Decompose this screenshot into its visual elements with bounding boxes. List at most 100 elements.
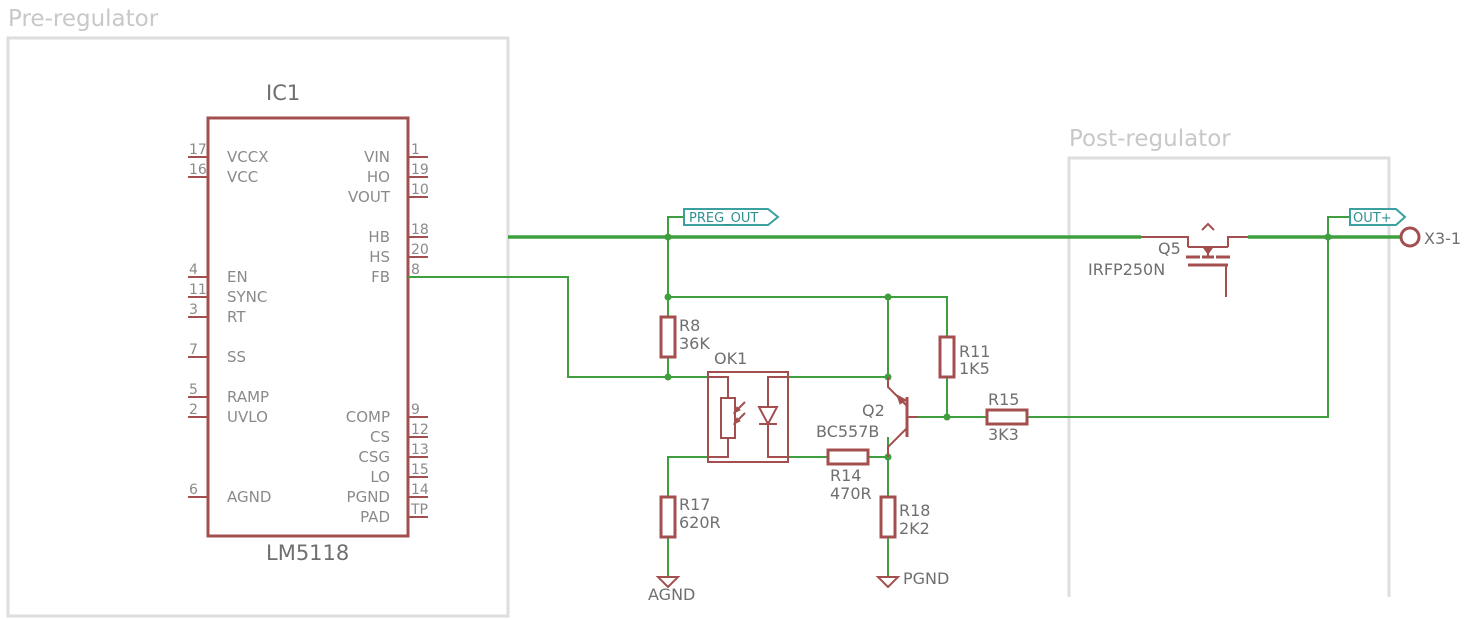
r11-value: 1K5 bbox=[959, 359, 990, 378]
q2-emitter-arrow bbox=[896, 393, 907, 405]
preg-out-label-stub bbox=[667, 216, 684, 237]
r11-ref: R11 bbox=[959, 342, 990, 361]
r15-value: 3K3 bbox=[988, 425, 1019, 444]
ok1-right-lower-lead bbox=[767, 424, 788, 458]
pin-name: UVLO bbox=[227, 408, 268, 426]
r18-ref: R18 bbox=[899, 501, 930, 520]
mosfet-q5[interactable]: Q5 IRFP250N bbox=[1088, 222, 1248, 297]
pre-regulator-frame: Pre-regulator bbox=[6, 6, 510, 618]
ic1-pin-hb[interactable]: 18 HB bbox=[368, 222, 428, 246]
pin-number: 4 bbox=[189, 262, 198, 278]
resistor-r11[interactable]: R11 1K5 bbox=[938, 335, 990, 379]
resistor-r18[interactable]: R18 2K2 bbox=[879, 495, 930, 539]
q5-drain-lead bbox=[1141, 236, 1189, 247]
ic1-pin-ramp[interactable]: 5 RAMP bbox=[188, 382, 269, 406]
pin-name: LO bbox=[370, 468, 390, 486]
ok1-left-lower-lead bbox=[708, 438, 729, 458]
r17-ref: R17 bbox=[679, 495, 710, 514]
q5-value: IRFP250N bbox=[1088, 260, 1165, 279]
connector-x3-1[interactable]: X3-1 bbox=[1399, 226, 1461, 248]
ic1-pin-vcc[interactable]: 16 VCC bbox=[188, 162, 258, 186]
pin-name: SYNC bbox=[227, 288, 267, 306]
r8-ref: R8 bbox=[679, 316, 700, 335]
net-label-preg-out[interactable]: PREG_OUT bbox=[683, 208, 780, 226]
ok1-left-lead bbox=[708, 376, 729, 398]
pin-number: 18 bbox=[411, 222, 429, 238]
pin-name: COMP bbox=[346, 408, 390, 426]
pin-name: PAD bbox=[360, 508, 390, 526]
resistor-r8[interactable]: R8 36K bbox=[659, 315, 710, 359]
q2-ref: Q2 bbox=[862, 401, 885, 420]
pin-name: VCCX bbox=[227, 148, 268, 166]
ic1-pin-uvlo[interactable]: 2 UVLO bbox=[188, 402, 268, 426]
pin-number: 1 bbox=[411, 142, 420, 158]
agnd-symbol: AGND bbox=[648, 576, 695, 604]
pin-number: 10 bbox=[411, 182, 429, 198]
q5-source-lead bbox=[1227, 236, 1248, 247]
ic1-part-label: LM5118 bbox=[266, 541, 349, 565]
ok1-ref: OK1 bbox=[714, 349, 747, 368]
ic1-pin-en[interactable]: 4 EN bbox=[188, 262, 248, 286]
r15-out-wire bbox=[1027, 237, 1329, 418]
r8-lower-lead bbox=[667, 357, 708, 378]
q5-ref: Q5 bbox=[1158, 239, 1181, 258]
pin-name: EN bbox=[227, 268, 248, 286]
pin-name: VOUT bbox=[348, 188, 391, 206]
resistor-r14[interactable]: R14 470R bbox=[826, 448, 872, 503]
pin-name: RAMP bbox=[227, 388, 269, 406]
pin-name: FB bbox=[371, 268, 390, 286]
pin-name: RT bbox=[227, 308, 246, 326]
pin-number: 20 bbox=[411, 242, 429, 258]
q2-value: BC557B bbox=[816, 422, 879, 441]
q5-body-diode bbox=[1201, 222, 1215, 231]
pin-number: 5 bbox=[189, 382, 198, 398]
pin-number: 2 bbox=[189, 402, 198, 418]
junction-dot bbox=[664, 233, 672, 241]
pin-name: HO bbox=[367, 168, 390, 186]
q2-collector-lead bbox=[887, 428, 907, 457]
pin-name: CSG bbox=[358, 448, 390, 466]
pin-name: VCC bbox=[227, 168, 258, 186]
resistor-r15[interactable]: R15 3K3 bbox=[985, 390, 1029, 444]
pgnd-label: PGND bbox=[903, 569, 949, 588]
ic1-pin-cs[interactable]: 12 CS bbox=[370, 422, 429, 446]
pin-name: HB bbox=[368, 228, 390, 246]
resistor-r17[interactable]: R17 620R bbox=[659, 495, 721, 539]
r17-value: 620R bbox=[679, 513, 721, 532]
pin-number: 16 bbox=[189, 162, 207, 178]
pin-name: SS bbox=[227, 348, 246, 366]
ok1-led-triangle bbox=[757, 406, 779, 427]
ok1-right-lead bbox=[767, 376, 788, 407]
pin-number: 12 bbox=[411, 422, 429, 438]
transistor-q2[interactable]: Q2 BC557B bbox=[816, 377, 918, 457]
net-label-out-plus[interactable]: OUT+ bbox=[1349, 208, 1407, 226]
optocoupler-ok1[interactable]: OK1 bbox=[707, 349, 789, 463]
junction-dot bbox=[664, 373, 672, 381]
pre-regulator-frame-label: Pre-regulator bbox=[8, 6, 159, 32]
ic1-pin-vccx[interactable]: 17 VCCX bbox=[188, 142, 268, 166]
ic1-pin-vout[interactable]: 10 VOUT bbox=[348, 182, 429, 206]
pin-name: PGND bbox=[347, 488, 390, 506]
junction-dot bbox=[884, 293, 892, 301]
agnd-label: AGND bbox=[648, 585, 695, 604]
post-regulator-frame: Post-regulator bbox=[1067, 126, 1391, 597]
q5-body-arrow bbox=[1202, 246, 1214, 255]
wires bbox=[408, 216, 1400, 577]
pin-number: 17 bbox=[189, 142, 207, 158]
pin-name: CS bbox=[370, 428, 390, 446]
